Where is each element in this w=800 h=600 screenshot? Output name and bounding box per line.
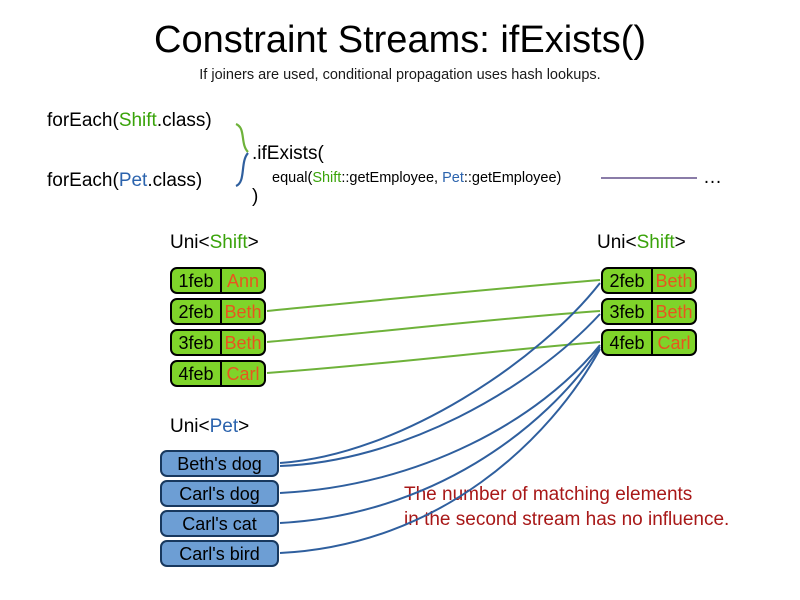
uni-prefix: Uni< — [597, 232, 637, 253]
page-title: Constraint Streams: ifExists() — [154, 19, 646, 61]
list-item: Carl's cat — [160, 510, 279, 537]
table-row: 4feb Carl — [601, 329, 697, 356]
brace-upper-green — [235, 122, 249, 153]
uni-type: Shift — [636, 232, 675, 253]
label-uni-shift-left: Uni<Shift> — [170, 232, 259, 254]
connector-blue-carlsdog-4feb — [279, 344, 601, 494]
pet-name: Carl's bird — [179, 543, 260, 564]
foreach-shift-prefix: forEach( — [47, 110, 119, 131]
equal-pet-type: Pet — [442, 170, 464, 186]
page-subtitle: If joiners are used, conditional propaga… — [199, 67, 601, 83]
equal-mid: ::getEmployee, — [341, 170, 443, 186]
label-uni-pet: Uni<Pet> — [170, 416, 249, 438]
foreach-shift-suffix: .class) — [156, 110, 212, 131]
connector-green-4feb — [266, 341, 601, 374]
foreach-shift-type: Shift — [118, 110, 157, 131]
shift-employee: Beth — [224, 332, 262, 353]
shift-date: 1feb — [172, 269, 222, 292]
brace-lower-blue — [235, 152, 249, 188]
table-row: 1feb Ann — [170, 267, 266, 294]
shift-date: 2feb — [172, 300, 222, 323]
code-foreach-pet: forEach(Pet.class) — [47, 170, 202, 192]
equal-prefix: equal( — [272, 170, 313, 186]
shift-employee: Carl — [657, 332, 691, 353]
annotation-note: The number of matching elements in the s… — [404, 482, 729, 532]
connector-blue-bethsdog-3feb — [279, 313, 601, 467]
table-row: 4feb Carl — [170, 360, 266, 387]
label-uni-shift-right: Uni<Shift> — [597, 232, 686, 254]
uni-suffix: > — [674, 232, 686, 253]
list-item: Beth's dog — [160, 450, 279, 477]
table-row: 3feb Beth — [170, 329, 266, 356]
shift-employee: Beth — [655, 301, 693, 322]
foreach-pet-suffix: .class) — [147, 170, 203, 191]
shift-employee: Carl — [226, 363, 260, 384]
table-row: 2feb Beth — [601, 267, 697, 294]
uni-suffix: > — [238, 416, 250, 437]
table-row: 3feb Beth — [601, 298, 697, 325]
shift-date: 3feb — [172, 331, 222, 354]
foreach-pet-prefix: forEach( — [47, 170, 119, 191]
shift-date: 4feb — [172, 362, 222, 385]
uni-prefix: Uni< — [170, 416, 210, 437]
equal-suffix: ::getEmployee) — [463, 170, 562, 186]
foreach-pet-type: Pet — [118, 170, 148, 191]
pet-name: Carl's cat — [182, 513, 257, 534]
code-ellipsis: … — [703, 167, 722, 188]
uni-prefix: Uni< — [170, 232, 210, 253]
table-row: 2feb Beth — [170, 298, 266, 325]
uni-type: Pet — [209, 416, 239, 437]
equal-shift-type: Shift — [312, 170, 342, 186]
pet-name: Beth's dog — [177, 453, 262, 474]
shift-employee: Beth — [655, 270, 693, 291]
shift-date: 2feb — [603, 269, 653, 292]
code-foreach-shift: forEach(Shift.class) — [47, 110, 212, 132]
list-item: Carl's bird — [160, 540, 279, 567]
annotation-line-2: in the second stream has no influence. — [404, 509, 730, 530]
annotation-line-1: The number of matching elements — [404, 484, 693, 505]
connector-green-2feb — [266, 279, 601, 312]
code-equal-joiner: equal(Shift::getEmployee, Pet::getEmploy… — [272, 169, 561, 187]
shift-date: 4feb — [603, 331, 653, 354]
list-item: Carl's dog — [160, 480, 279, 507]
uni-type: Shift — [209, 232, 248, 253]
connector-blue-bethsdog-2feb — [279, 282, 601, 464]
shift-employee: Beth — [224, 301, 262, 322]
code-close-paren: ) — [252, 186, 259, 207]
shift-employee: Ann — [226, 270, 260, 291]
code-ifexists-open: .ifExists( — [252, 143, 324, 164]
shift-date: 3feb — [603, 300, 653, 323]
pet-name: Carl's dog — [179, 483, 260, 504]
connector-green-3feb — [266, 310, 601, 343]
uni-suffix: > — [247, 232, 259, 253]
